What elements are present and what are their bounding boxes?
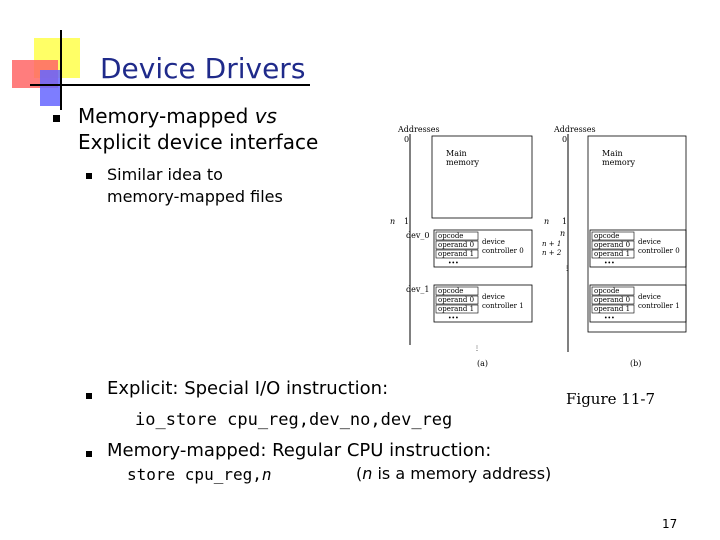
memory-address-note: (n is a memory address) <box>356 464 551 483</box>
dev0-register-box-b <box>589 229 687 268</box>
note-open-paren: ( <box>356 464 363 483</box>
caption-a: (a) <box>477 359 488 368</box>
zero-label-b: 0 <box>562 135 567 144</box>
sub1-line2: memory-mapped files <box>107 187 283 206</box>
one-label-a: 1 <box>404 217 409 226</box>
operand1-b0: operand 1 <box>594 250 630 258</box>
one-label-b: 1 <box>562 217 567 226</box>
memory-layout-figure: Addresses 0 Main memory n 1 dev_0 opcode… <box>390 125 687 368</box>
addresses-label-a: Addresses <box>397 125 440 134</box>
main-memory-label-a-1: Main <box>446 149 467 158</box>
explicit-label: Explicit <box>107 378 173 399</box>
main-memory-label-b-1: Main <box>602 149 623 158</box>
bullet1-vs: vs <box>254 104 277 128</box>
diagram-a: Addresses 0 Main memory n 1 dev_0 opcode… <box>390 125 533 368</box>
diagram-b: Addresses 0 Main memory n 1 n n + 1 n + … <box>542 125 687 368</box>
operand0-a0: operand 0 <box>438 241 474 249</box>
page-number: 17 <box>662 517 678 531</box>
main-memory-box-a <box>431 135 533 219</box>
explicit-code: io_store cpu_reg,dev_no,dev_reg <box>135 410 453 430</box>
dev0-register-box-a <box>433 229 533 268</box>
n-label-a: n <box>390 217 395 226</box>
opcode-b0: opcode <box>594 232 619 240</box>
device-controller1-b-l1: device <box>638 293 661 301</box>
bullet1-line2: Explicit device interface <box>78 130 319 154</box>
device-controller0-b-l2: controller 0 <box>638 247 680 255</box>
dots-vertical-a: ⋮ <box>474 345 480 352</box>
title-underline <box>30 84 310 86</box>
main-memory-label-a-2: memory <box>446 158 480 167</box>
memory-mapped-description: : Regular CPU instruction: <box>260 440 492 461</box>
bullet1-line1: Memory-mapped <box>78 104 255 128</box>
zero-label-a: 0 <box>404 135 409 144</box>
n-label-b: n <box>544 217 549 226</box>
sub1-line1: Similar idea to <box>107 165 223 184</box>
note-rest: is a memory address) <box>372 464 552 483</box>
main-memory-label-b-2: memory <box>602 158 636 167</box>
bullet-square <box>86 451 92 457</box>
opcode-a0: opcode <box>438 232 463 240</box>
operand1-a1: operand 1 <box>438 305 474 313</box>
corner-decoration-vertical-line <box>60 30 62 110</box>
dots-vertical-b-axis: ⋮ <box>564 265 570 272</box>
operand0-b0: operand 0 <box>594 241 630 249</box>
dev1-register-box-a <box>433 284 533 323</box>
operand0-b1: operand 0 <box>594 296 630 304</box>
opcode-b1: opcode <box>594 287 619 295</box>
operand1-b1: operand 1 <box>594 305 630 313</box>
bullet-square <box>53 115 60 122</box>
bullet-square <box>86 173 92 179</box>
device-controller1-a-l2: controller 1 <box>482 302 524 310</box>
device-controller0-a-l2: controller 0 <box>482 247 524 255</box>
dev1-label: dev_1 <box>406 285 429 294</box>
sub-bullet-memory-mapped: Memory-mapped: Regular CPU instruction: <box>107 440 491 462</box>
memory-mapped-code-prefix: store cpu_reg, <box>127 465 262 484</box>
opcode-a1: opcode <box>438 287 463 295</box>
caption-b: (b) <box>630 359 641 368</box>
n-plus-1-label: n + 1 <box>542 240 561 248</box>
dev0-label: dev_0 <box>406 231 429 240</box>
n-plus-2-label: n + 2 <box>542 249 562 257</box>
sub-bullet-explicit: Explicit: Special I/O instruction: <box>107 378 388 400</box>
figure-caption: Figure 11-7 <box>566 390 655 408</box>
device-controller1-b-l2: controller 1 <box>638 302 680 310</box>
dots-a0: ••• <box>448 260 459 267</box>
explicit-description: : Special I/O instruction: <box>172 378 389 399</box>
device-controller0-a-l1: device <box>482 238 505 246</box>
device-controller0-b-l1: device <box>638 238 661 246</box>
operand1-a0: operand 1 <box>438 250 474 258</box>
slide-title: Device Drivers <box>100 52 306 85</box>
addresses-label-b: Addresses <box>553 125 596 134</box>
dots-b1: ••• <box>604 315 615 322</box>
n-label-b2: n <box>560 229 565 238</box>
note-n: n <box>362 464 373 483</box>
bullet-memory-mapped-vs-explicit: Memory-mapped vs Explicit device interfa… <box>78 103 378 155</box>
memory-mapped-code-n: n <box>261 465 272 484</box>
dots-a1: ••• <box>448 315 459 322</box>
operand0-a1: operand 0 <box>438 296 474 304</box>
memory-mapped-code: store cpu_reg,n <box>127 465 272 484</box>
dev1-register-box-b <box>589 284 687 323</box>
memory-mapped-label: Memory-mapped <box>107 440 261 461</box>
sub-bullet-similar-idea: Similar idea to memory-mapped files <box>107 164 367 208</box>
dots-b0: ••• <box>604 260 615 267</box>
corner-decoration-blue <box>40 70 62 106</box>
bullet-square <box>86 393 92 399</box>
device-controller1-a-l1: device <box>482 293 505 301</box>
